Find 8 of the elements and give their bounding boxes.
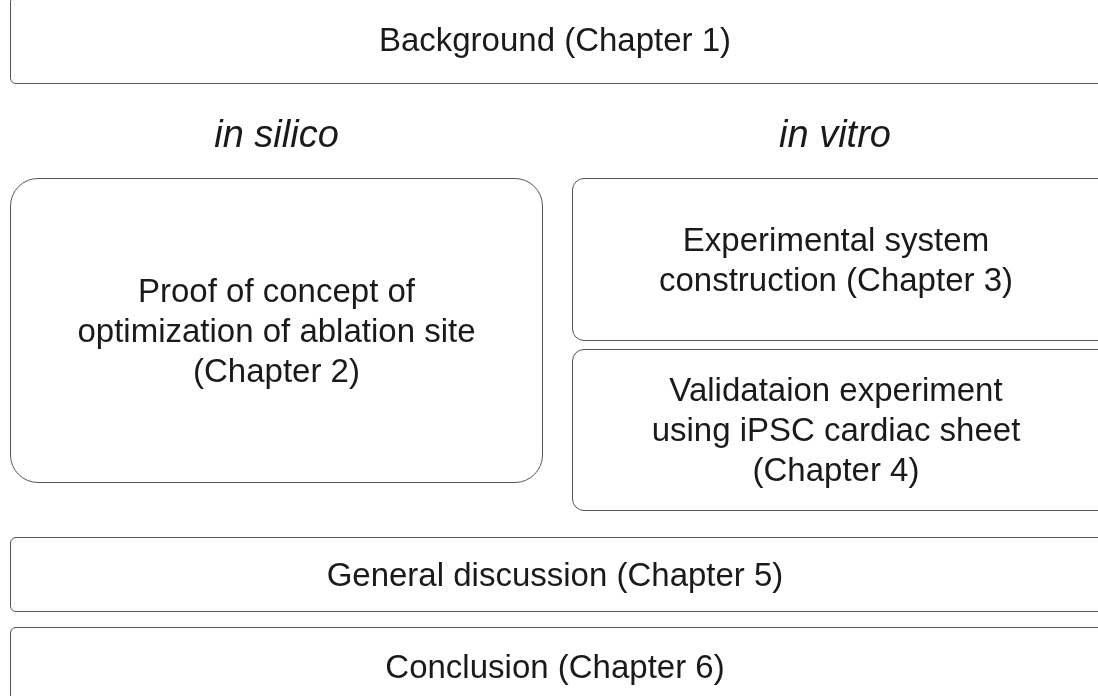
chapter-box: Background (Chapter 1) bbox=[10, 0, 1098, 84]
chapter-box: Validataion experiment using iPSC cardiac sheet (Chapter 4) bbox=[572, 349, 1098, 511]
chapter-box: General discussion (Chapter 5) bbox=[10, 537, 1098, 612]
chapter-box: Experimental system construction (Chapter 3) bbox=[572, 178, 1098, 341]
section-heading: in vitro bbox=[778, 112, 892, 156]
chapter-box: Proof of concept of optimization of ablation site (Chapter 2) bbox=[10, 178, 543, 483]
section-heading: in silico bbox=[213, 112, 340, 156]
chapter-box: Conclusion (Chapter 6) bbox=[10, 627, 1098, 696]
